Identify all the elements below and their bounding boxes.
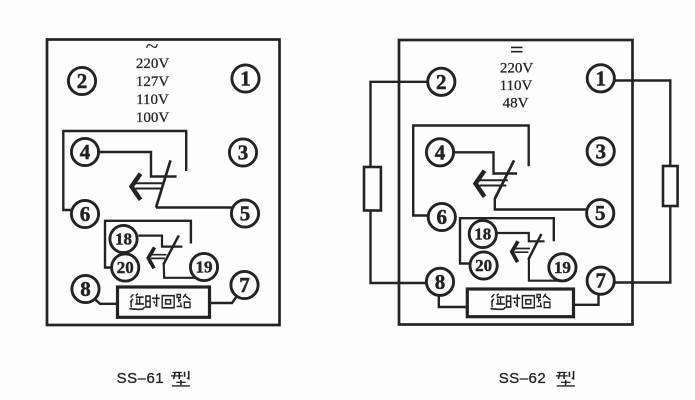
svg-text:20: 20 bbox=[117, 258, 134, 277]
svg-text:220V: 220V bbox=[500, 61, 534, 77]
svg-text:3: 3 bbox=[238, 140, 249, 164]
svg-text:SS–61: SS–61 bbox=[117, 370, 165, 387]
svg-text:1: 1 bbox=[240, 66, 251, 90]
svg-text:6: 6 bbox=[80, 202, 91, 226]
svg-text:19: 19 bbox=[196, 258, 213, 277]
svg-text:2: 2 bbox=[77, 69, 88, 93]
svg-text:5: 5 bbox=[240, 201, 251, 225]
svg-text:127V: 127V bbox=[136, 74, 170, 90]
svg-text:18: 18 bbox=[474, 225, 491, 244]
svg-text:SS–62: SS–62 bbox=[499, 370, 547, 387]
svg-text:220V: 220V bbox=[136, 56, 170, 72]
svg-text:18: 18 bbox=[115, 230, 132, 249]
svg-text:4: 4 bbox=[80, 140, 91, 164]
svg-text:100V: 100V bbox=[136, 110, 170, 126]
svg-text:1: 1 bbox=[596, 66, 607, 90]
svg-text:110V: 110V bbox=[136, 92, 169, 108]
svg-text:5: 5 bbox=[595, 201, 606, 225]
svg-text:110V: 110V bbox=[500, 78, 533, 94]
svg-text:48V: 48V bbox=[503, 96, 529, 112]
svg-text:7: 7 bbox=[595, 269, 606, 293]
svg-text:4: 4 bbox=[435, 140, 446, 164]
svg-text:20: 20 bbox=[475, 256, 492, 275]
svg-text:3: 3 bbox=[595, 139, 606, 163]
svg-text:7: 7 bbox=[239, 273, 250, 297]
svg-text:2: 2 bbox=[436, 70, 447, 94]
svg-text:8: 8 bbox=[435, 270, 446, 294]
svg-text:19: 19 bbox=[554, 258, 571, 277]
svg-text:8: 8 bbox=[80, 277, 91, 301]
svg-text:6: 6 bbox=[437, 205, 448, 229]
svg-text:~: ~ bbox=[146, 34, 159, 60]
